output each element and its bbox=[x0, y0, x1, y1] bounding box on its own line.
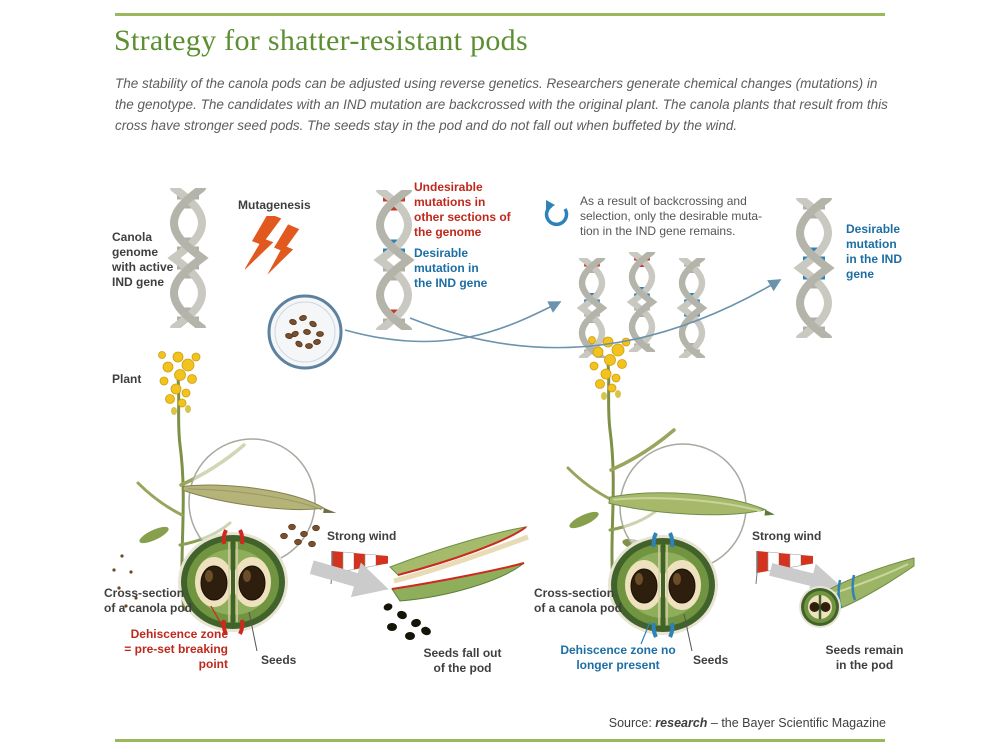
source-line: Source: research – the Bayer Scientific … bbox=[609, 716, 886, 730]
genome-label: Canola genome with active IND gene bbox=[112, 230, 174, 289]
windsock-icon-right bbox=[755, 551, 813, 585]
backcross-cycle-icon bbox=[544, 200, 569, 227]
intro-paragraph: The stability of the canola pods can be … bbox=[115, 76, 888, 133]
flow-arrow-left bbox=[309, 560, 389, 598]
outcome-label-left: Seeds fall out of the pod bbox=[423, 646, 502, 675]
pod-cross-section-right bbox=[608, 532, 718, 638]
bottom-rule bbox=[115, 739, 885, 742]
undesirable-mutations-label: Undesirable mutations in other sections … bbox=[414, 180, 511, 239]
result-mutation-label: Desirable mutation in the IND gene bbox=[846, 222, 902, 281]
dna-helix-backcross-3 bbox=[672, 258, 712, 358]
source-suffix: – the Bayer Scientific Magazine bbox=[707, 716, 886, 730]
dehiscence-zone-label-left: Dehiscence zone = pre-set breaking point bbox=[124, 627, 228, 671]
dna-helix-mutated bbox=[366, 190, 422, 330]
dna-helix-original bbox=[160, 188, 216, 328]
dna-helix-result bbox=[786, 198, 842, 338]
petri-dish-seeds bbox=[267, 294, 343, 370]
source-prefix: Source: bbox=[608, 716, 656, 730]
desirable-mutation-label: Desirable mutation in the IND gene bbox=[414, 246, 488, 290]
backcross-note: As a result of backcrossing and selectio… bbox=[580, 194, 763, 238]
mutagenesis-label: Mutagenesis bbox=[238, 198, 311, 212]
strong-wind-label-right: Strong wind bbox=[752, 529, 822, 543]
lightning-icon bbox=[245, 216, 300, 275]
dehiscence-zone-label-right: Dehiscence zone no longer present bbox=[560, 643, 676, 672]
top-rule bbox=[115, 13, 885, 16]
source-magazine-name: research bbox=[655, 716, 708, 730]
strong-wind-label-left: Strong wind bbox=[327, 529, 397, 543]
outcome-label-right: Seeds remain in the pod bbox=[825, 643, 904, 672]
pod-cross-section-left bbox=[178, 529, 288, 635]
seeds-label-left: Seeds bbox=[261, 653, 297, 667]
page-title: Strategy for shatter-resistant pods bbox=[114, 24, 528, 57]
dna-helix-backcross-2 bbox=[622, 252, 662, 352]
seeds-label-right: Seeds bbox=[693, 653, 729, 667]
plant-label: Plant bbox=[112, 372, 142, 386]
cross-section-label-left: Cross-section of a canola pod bbox=[104, 586, 193, 615]
magnifier-pod-right bbox=[608, 443, 775, 571]
pod-open-illustration bbox=[383, 526, 529, 640]
pod-closed-illustration bbox=[799, 557, 915, 628]
cross-section-label-right: Cross-section of a canola pod bbox=[534, 586, 623, 615]
